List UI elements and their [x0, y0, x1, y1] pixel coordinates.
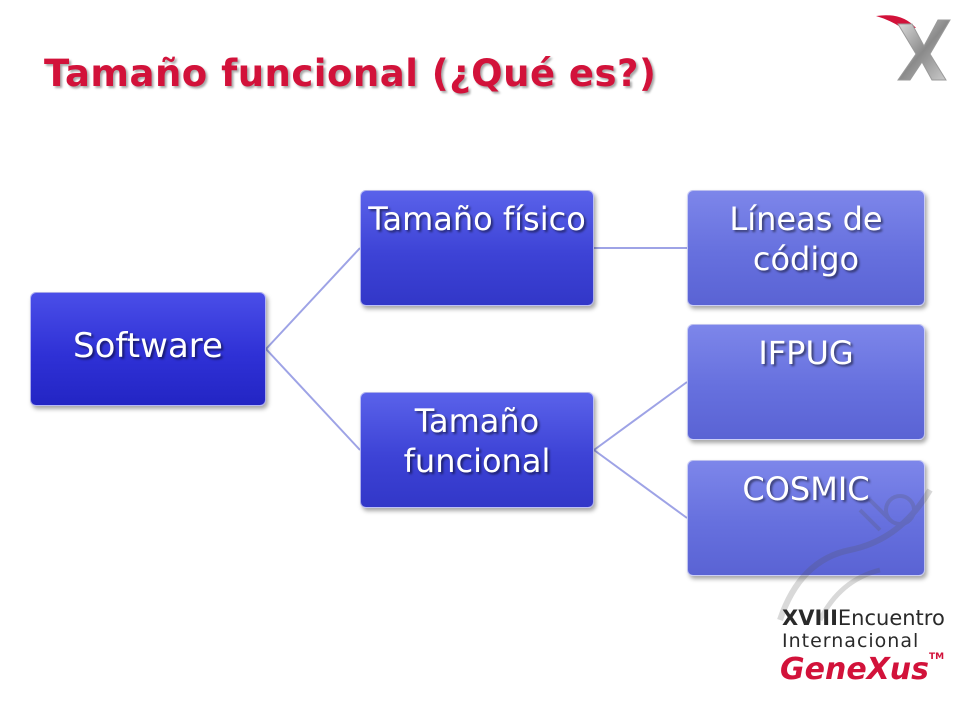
genexus-x-logo-icon: [876, 15, 951, 81]
node-software: Software: [30, 292, 266, 406]
node-ifpug: IFPUG: [687, 324, 925, 440]
slide-title: Tamaño funcional (¿Qué es?): [44, 52, 657, 95]
genexus-brand-logo: GeneXusTM: [780, 652, 944, 687]
connector-software-funcional: [265, 348, 361, 451]
event-line1: XVIIIEncuentro: [782, 606, 945, 630]
trademark-mark: TM: [929, 652, 945, 662]
decorative-watermark-icon: [777, 488, 933, 622]
node-tamano-funcional: Tamaño funcional: [360, 392, 594, 508]
node-cosmic: COSMIC: [687, 460, 925, 576]
node-software-label: Software: [73, 326, 223, 366]
node-lineas-de-codigo: Líneas de código: [687, 190, 925, 306]
connector-funcional-cosmic: [593, 449, 688, 519]
event-encuentro: Encuentro: [837, 606, 945, 630]
event-line2: Internacional: [782, 630, 920, 652]
connector-software-fisico: [265, 247, 361, 350]
connector-funcional-ifpug: [593, 381, 688, 451]
node-tamano-fisico-label: Tamaño físico: [368, 200, 586, 238]
event-branding: XVIIIEncuentro Internacional GeneXusTM: [780, 606, 950, 706]
node-tamano-fisico: Tamaño físico: [360, 190, 594, 306]
node-lineas-de-codigo-label: Líneas de código: [729, 200, 883, 278]
event-edition: XVIII: [782, 606, 838, 630]
node-cosmic-label: COSMIC: [742, 470, 870, 508]
node-tamano-funcional-label: Tamaño funcional: [403, 402, 551, 480]
genexus-brand-text: GeneXus: [780, 652, 930, 687]
node-ifpug-label: IFPUG: [758, 334, 854, 372]
